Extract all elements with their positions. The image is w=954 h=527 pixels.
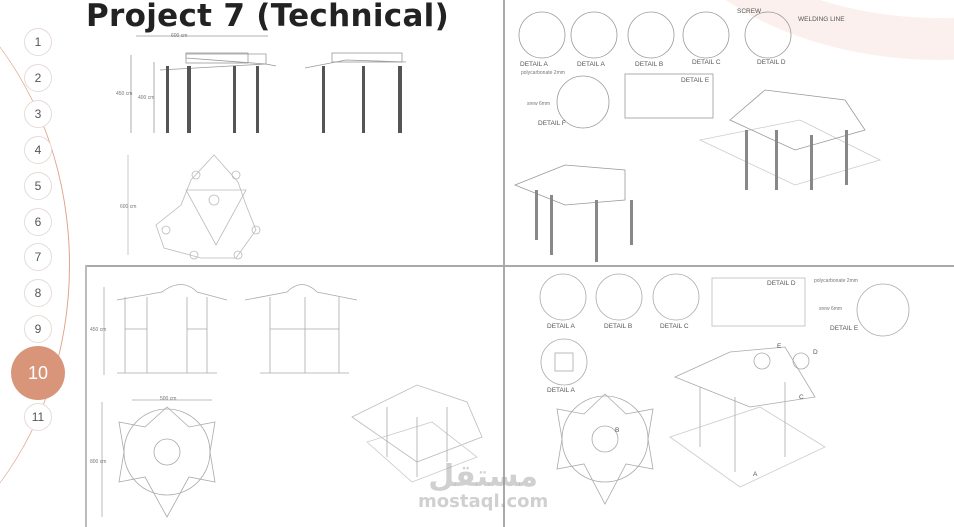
slide-nav: 1 2 3 4 5 6 7 8 9 10 11: [0, 0, 80, 527]
gazebo-elevation-drawing: [101, 284, 483, 518]
nav-item-5[interactable]: 5: [24, 172, 52, 200]
dim-width: 500 cm: [160, 396, 177, 402]
detail-d-label: DETAIL D: [767, 280, 796, 287]
detail-f-label: DETAIL F: [538, 120, 566, 127]
detail-a2-label: DETAIL A: [547, 387, 575, 394]
dim-width: 600 cm: [171, 33, 188, 39]
detail-a2-label: DETAIL A: [577, 61, 605, 68]
nav-item-11[interactable]: 11: [24, 403, 52, 431]
dim-height-outer: 450 cm: [116, 91, 133, 97]
screw-label: SCREW: [737, 8, 762, 15]
detail-e-label: DETAIL E: [681, 77, 710, 84]
page-title: Project 7 (Technical): [86, 0, 450, 34]
detail-d-label: DETAIL D: [757, 59, 786, 66]
welding-line-label: WELDING LINE: [798, 16, 845, 23]
detail-drawings: [513, 11, 882, 262]
marker-d: D: [813, 349, 818, 356]
detail-b-label: DETAIL B: [635, 61, 664, 68]
panel-details-top-right: DETAIL A DETAIL A DETAIL B DETAIL C DETA…: [505, 0, 954, 265]
elevation-drawing: [127, 35, 407, 260]
nav-item-7[interactable]: 7: [24, 243, 52, 271]
polycarbonate-label: polycarbonate 2mm: [521, 70, 565, 76]
dim-height-inner: 400 cm: [138, 95, 155, 101]
nav-item-9[interactable]: 9: [24, 315, 52, 343]
screw-size-label: srew 6mm: [527, 101, 551, 107]
panel-elevations-bottom-left: 450 cm 500 cm 800 cm: [87, 267, 503, 527]
marker-a: A: [753, 471, 758, 478]
dim-plan-height: 800 cm: [90, 459, 107, 465]
detail-c-label: DETAIL C: [692, 59, 721, 66]
nav-item-8[interactable]: 8: [24, 279, 52, 307]
nav-item-1[interactable]: 1: [24, 28, 52, 56]
watermark: مستقل mostaql.com: [418, 462, 548, 512]
panel-details-bottom-right: DETAIL A DETAIL B DETAIL C DETAIL D poly…: [505, 267, 954, 527]
nav-item-6[interactable]: 6: [24, 208, 52, 236]
marker-b: B: [615, 427, 620, 434]
divider-horizontal: [85, 265, 954, 267]
divider-vertical: [503, 0, 505, 527]
detail-e-label: DETAIL E: [830, 325, 859, 332]
detail-drawings-bottom: [539, 273, 910, 505]
detail-c-label: DETAIL C: [660, 323, 689, 330]
nav-item-4[interactable]: 4: [24, 136, 52, 164]
screw-size-label: srew 6mm: [819, 306, 843, 312]
divider-left-edge: [85, 265, 87, 527]
nav-item-3[interactable]: 3: [24, 100, 52, 128]
dim-plan: 600 cm: [120, 204, 137, 210]
polycarbonate-label: polycarbonate 2mm: [814, 278, 858, 284]
marker-e: E: [777, 343, 782, 350]
detail-a-label: DETAIL A: [520, 61, 548, 68]
nav-item-10-active[interactable]: 10: [11, 346, 65, 400]
panel-elevations-top-left: 600 cm 450 cm 400 cm 600 cm: [86, 30, 502, 265]
nav-item-2[interactable]: 2: [24, 64, 52, 92]
watermark-arabic: مستقل: [428, 459, 538, 494]
dim-height: 450 cm: [90, 327, 107, 333]
detail-b-label: DETAIL B: [604, 323, 633, 330]
marker-c: C: [799, 394, 804, 401]
watermark-latin: mostaql.com: [418, 491, 549, 512]
detail-a-label: DETAIL A: [547, 323, 575, 330]
